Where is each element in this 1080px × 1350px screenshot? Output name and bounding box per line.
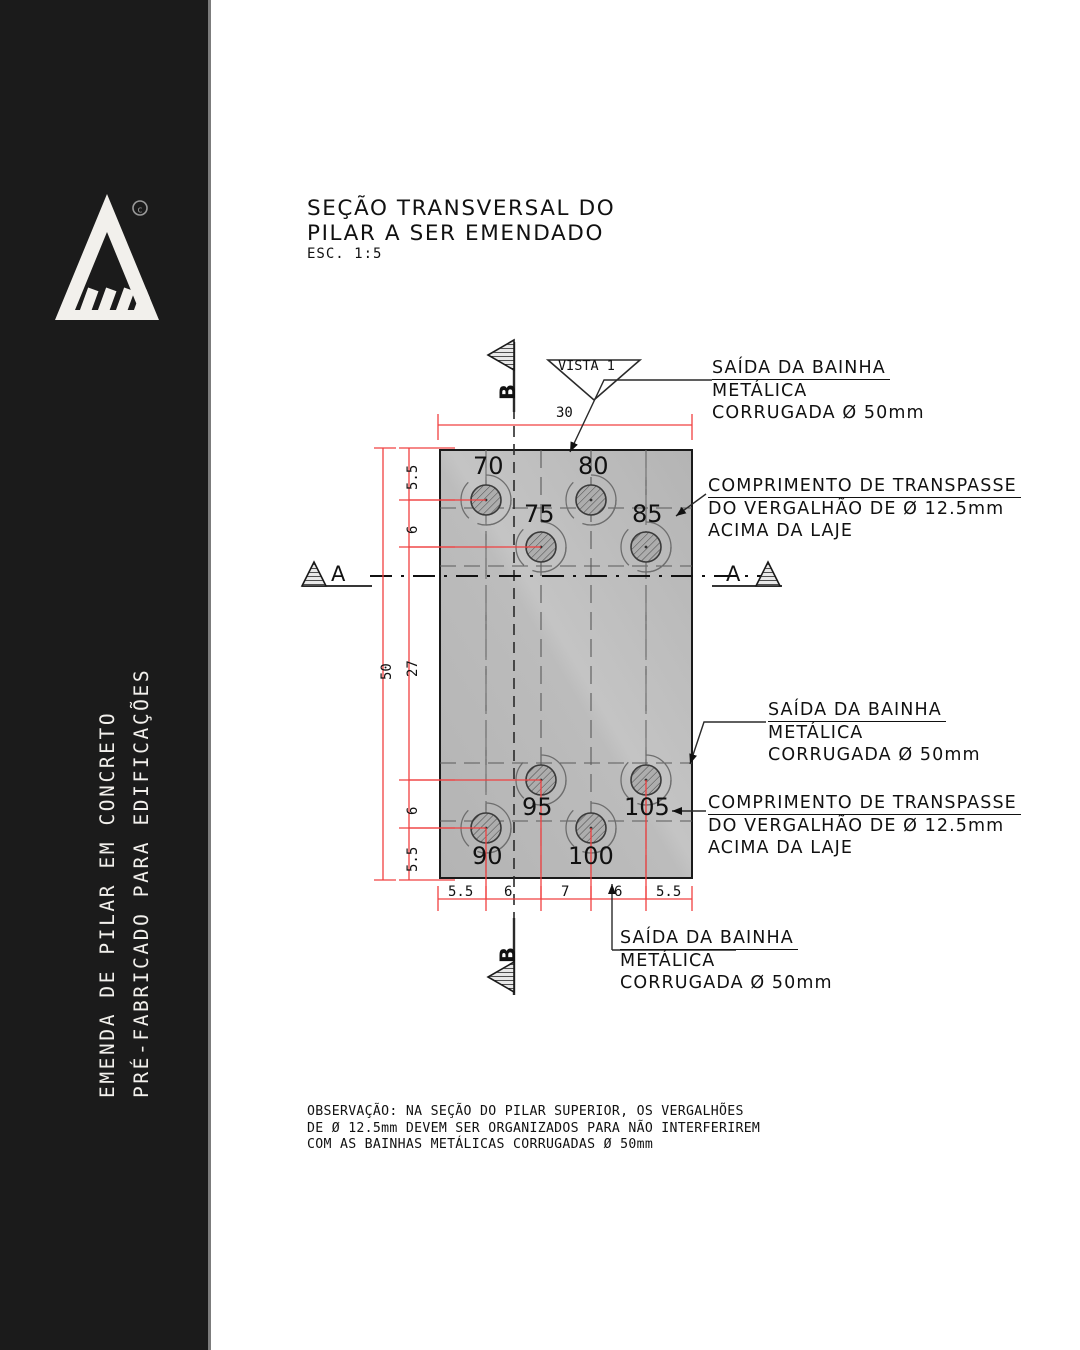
observation-note: OBSERVAÇÃO: NA SEÇÃO DO PILAR SUPERIOR, … bbox=[307, 1104, 760, 1154]
bar-label-95: 95 bbox=[522, 793, 553, 821]
drawing-scale: ESC. 1:5 bbox=[307, 246, 383, 262]
section-marker-b-top bbox=[486, 338, 516, 412]
annotation-leaders bbox=[569, 379, 766, 951]
page-title-line2: PILAR A SER EMENDADO bbox=[307, 221, 604, 246]
vista-1-label: VISTA 1 bbox=[558, 358, 615, 374]
annotation-line: COMPRIMENTO DE TRANSPASSE bbox=[708, 792, 1021, 815]
bar-label-70: 70 bbox=[473, 452, 504, 480]
observation-line: DE Ø 12.5mm DEVEM SER ORGANIZADOS PARA N… bbox=[307, 1120, 761, 1136]
annotation-line: CORRUGADA Ø 50mm bbox=[768, 745, 981, 765]
annotation-line: METÁLICA bbox=[768, 723, 864, 743]
annotation-line: CORRUGADA Ø 50mm bbox=[712, 403, 925, 423]
annotation-line: SAÍDA DA BAINHA bbox=[712, 357, 890, 380]
section-letter-b-bottom: B bbox=[496, 946, 520, 963]
annotation-saida-bainha-bottom: SAÍDA DA BAINHA METÁLICA CORRUGADA Ø 50m… bbox=[620, 927, 833, 994]
annotation-saida-bainha-mid: SAÍDA DA BAINHA METÁLICA CORRUGADA Ø 50m… bbox=[768, 699, 981, 766]
column-section-body bbox=[439, 449, 693, 879]
dim-bottom-5: 5.5 bbox=[656, 884, 682, 900]
dim-left-2: 6 bbox=[405, 525, 421, 534]
annotation-line: SAÍDA DA BAINHA bbox=[768, 699, 946, 722]
bar-label-85: 85 bbox=[632, 500, 663, 528]
observation-line: OBSERVAÇÃO: NA SEÇÃO DO PILAR SUPERIOR, … bbox=[307, 1104, 744, 1119]
annotation-transpasse-bottom: COMPRIMENTO DE TRANSPASSE DO VERGALHÃO D… bbox=[708, 792, 1021, 859]
annotation-line: METÁLICA bbox=[712, 381, 808, 401]
dimension-lines bbox=[374, 414, 693, 911]
dim-left-4: 6 bbox=[405, 806, 421, 815]
annotation-line: DO VERGALHÃO DE Ø 12.5mm bbox=[708, 499, 1005, 519]
section-letter-a-left: A bbox=[331, 562, 346, 586]
dim-overall-height: 50 bbox=[379, 663, 395, 680]
rebar-85 bbox=[620, 521, 672, 573]
dim-left-1: 5.5 bbox=[405, 464, 421, 490]
annotation-line: CORRUGADA Ø 50mm bbox=[620, 973, 833, 993]
annotation-line: DO VERGALHÃO DE Ø 12.5mm bbox=[708, 816, 1005, 836]
section-letter-a-right: A bbox=[726, 562, 741, 586]
dim-bottom-1: 5.5 bbox=[448, 884, 474, 900]
page-title-line1: SEÇÃO TRANSVERSAL DO bbox=[307, 196, 616, 221]
bar-label-100: 100 bbox=[568, 842, 614, 870]
annotation-line: ACIMA DA LAJE bbox=[708, 838, 854, 858]
observation-line: COM AS BAINHAS METÁLICAS CORRUGADAS Ø 50… bbox=[307, 1137, 654, 1152]
dim-top-width: 30 bbox=[556, 405, 573, 421]
section-letter-b-top: B bbox=[496, 383, 520, 400]
dim-bottom-2: 6 bbox=[504, 884, 513, 900]
sidebar-edge-divider bbox=[208, 0, 211, 1350]
annotation-line: SAÍDA DA BAINHA bbox=[620, 927, 798, 950]
dim-bottom-3: 7 bbox=[561, 884, 570, 900]
dim-left-5: 5.5 bbox=[405, 846, 421, 872]
annotation-line: COMPRIMENTO DE TRANSPASSE bbox=[708, 475, 1021, 498]
annotation-saida-bainha-top: SAÍDA DA BAINHA METÁLICA CORRUGADA Ø 50m… bbox=[712, 357, 925, 424]
section-marker-a-left bbox=[300, 560, 372, 587]
svg-text:c: c bbox=[138, 206, 143, 216]
annotation-transpasse-top: COMPRIMENTO DE TRANSPASSE DO VERGALHÃO D… bbox=[708, 475, 1021, 542]
annotation-line: METÁLICA bbox=[620, 951, 716, 971]
triangle-delta-logo: c bbox=[55, 192, 160, 332]
annotation-line: ACIMA DA LAJE bbox=[708, 521, 854, 541]
rebar-80 bbox=[565, 474, 617, 526]
section-marker-a-right bbox=[712, 560, 782, 587]
dim-bottom-4: 6 bbox=[614, 884, 623, 900]
dim-left-3: 27 bbox=[405, 660, 421, 677]
bar-label-75: 75 bbox=[524, 500, 555, 528]
section-marker-b-bottom bbox=[486, 918, 516, 995]
bar-label-90: 90 bbox=[472, 842, 503, 870]
bar-label-80: 80 bbox=[578, 452, 609, 480]
bar-label-105: 105 bbox=[624, 793, 670, 821]
